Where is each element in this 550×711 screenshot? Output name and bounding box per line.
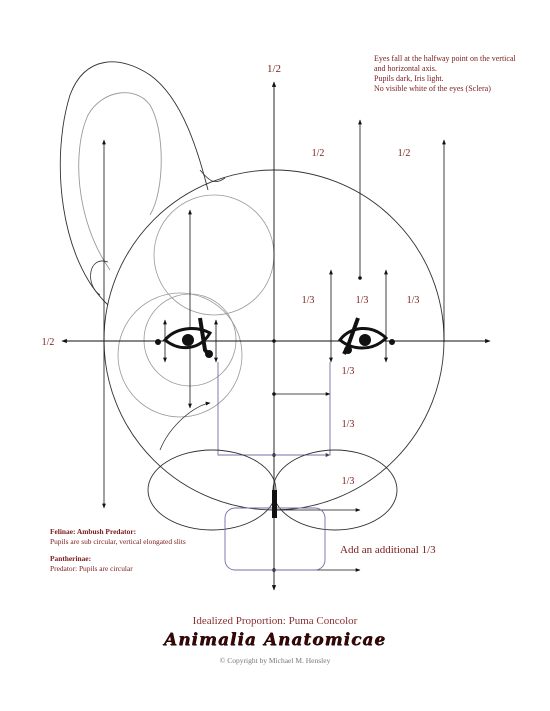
axis-dot <box>272 392 276 396</box>
label-third-d: 1/3 <box>342 366 355 377</box>
cheek-circle <box>117 292 243 418</box>
eye-notes: Eyes fall at the halfway point on the ve… <box>374 54 524 94</box>
ear-outline <box>59 61 209 306</box>
left-eye <box>155 317 213 358</box>
label-third-e: 1/3 <box>342 419 355 430</box>
muzzle-bracket <box>217 362 331 456</box>
eye-note-line: Pupils dark, Iris light. <box>374 74 444 83</box>
ear-base-curve <box>90 260 109 296</box>
label-half-top: 1/2 <box>267 63 281 75</box>
brand-logo: Animalia Anatomicae <box>163 630 387 650</box>
muzzle-pad-right <box>272 449 398 531</box>
label-third-b: 1/3 <box>356 295 369 306</box>
eye-note-line: Eyes fall at the halfway point on the ve… <box>374 54 516 73</box>
diagram-title: Idealized Proportion: Puma Concolor <box>192 615 358 627</box>
muzzle-pad-left <box>147 449 277 531</box>
axis-dot <box>272 339 276 343</box>
label-third-c: 1/3 <box>407 295 420 306</box>
label-third-a: 1/3 <box>302 295 315 306</box>
label-third-f: 1/3 <box>342 476 355 487</box>
label-half-mid-right: 1/2 <box>398 148 411 159</box>
felinae-text: Pupils are sub circular, vertical elonga… <box>50 536 186 546</box>
guide-dot <box>358 276 362 280</box>
label-half-left: 1/2 <box>42 337 55 348</box>
pantherinae-title: Pantherinae: <box>50 554 92 563</box>
right-eye <box>337 317 395 355</box>
copyright: © Copyright by Michael M. Hensley <box>219 656 331 665</box>
species-notes: Felinae: Ambush Predator: Pupils are sub… <box>50 527 190 573</box>
forehead-circle <box>153 194 275 316</box>
label-half-mid-left: 1/2 <box>312 148 325 159</box>
felinae-title: Felinae: Ambush Predator: <box>50 527 137 536</box>
eye-note-line: No visible white of the eyes (Sclera) <box>374 84 491 93</box>
cheek-hook <box>159 401 211 451</box>
nose-mark <box>272 490 277 518</box>
pantherinae-text: Predator: Pupils are circular <box>50 563 133 573</box>
label-additional-third: Add an additional 1/3 <box>340 544 436 556</box>
inner-ear <box>78 92 162 271</box>
